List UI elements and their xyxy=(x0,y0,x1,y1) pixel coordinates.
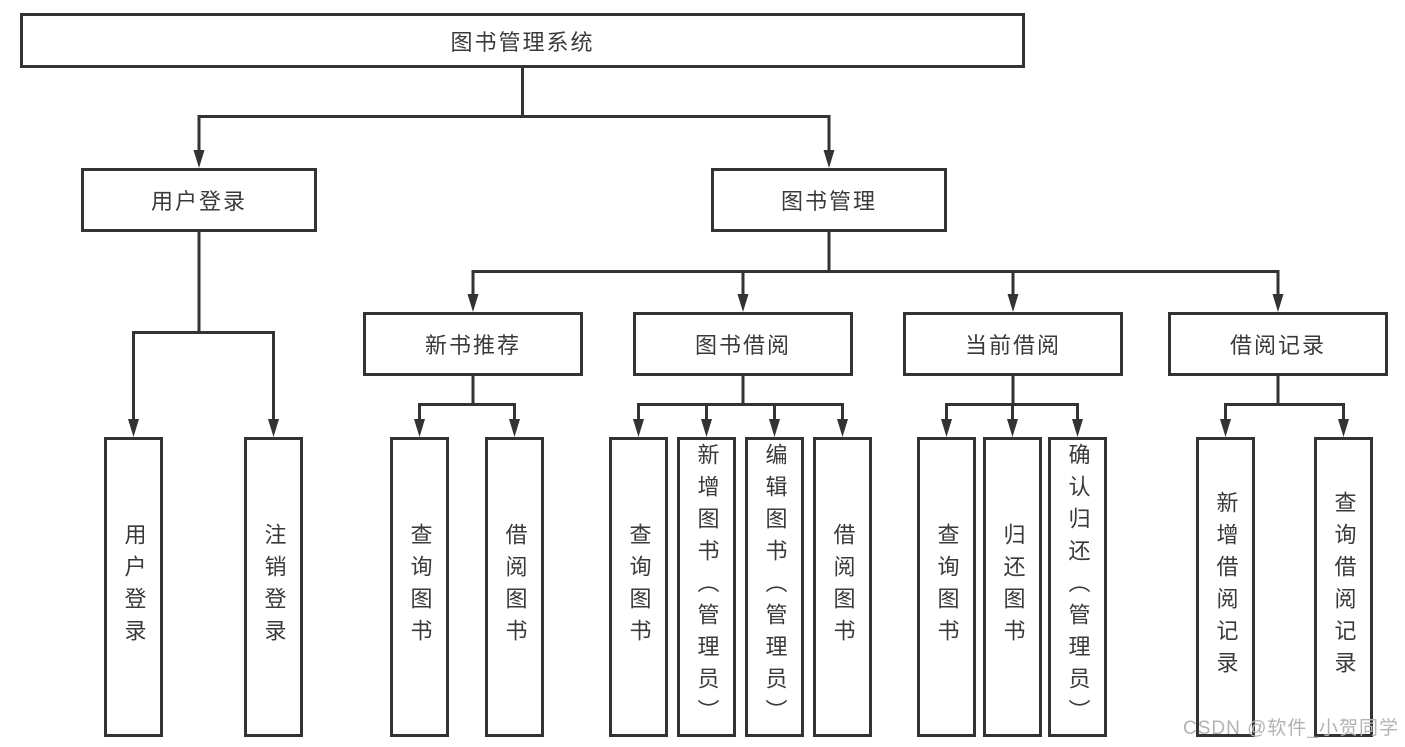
leaf-add-borrow-record: 新增借阅记录 xyxy=(1196,437,1255,737)
leaf-label: 查询图书 xyxy=(626,523,652,651)
node-library-system: 图书管理系统 xyxy=(20,13,1025,68)
leaf-borrow-books: 借阅图书 xyxy=(813,437,872,737)
leaf-label: 查询图书 xyxy=(934,523,960,651)
leaf-label: 归还图书 xyxy=(1000,523,1026,651)
leaf-label: 查询借阅记录 xyxy=(1331,491,1357,683)
leaf-label: 编辑图书（管理员） xyxy=(762,443,788,731)
node-book-management: 图书管理 xyxy=(711,168,947,232)
leaf-return-book: 归还图书 xyxy=(983,437,1042,737)
leaf-logout: 注销登录 xyxy=(244,437,303,737)
leaf-label: 借阅图书 xyxy=(830,523,856,651)
leaf-label: 确认归还（管理员） xyxy=(1065,443,1091,731)
node-new-book-recommend: 新书推荐 xyxy=(363,312,583,376)
node-book-borrow: 图书借阅 xyxy=(633,312,853,376)
leaf-label: 查询图书 xyxy=(407,523,433,651)
leaf-query-books-recommend: 查询图书 xyxy=(390,437,449,737)
leaf-user-login: 用户登录 xyxy=(104,437,163,737)
node-borrow-records: 借阅记录 xyxy=(1168,312,1388,376)
leaf-label: 新增图书（管理员） xyxy=(694,443,720,731)
node-current-borrow: 当前借阅 xyxy=(903,312,1123,376)
watermark: CSDN @软件_小贺同学 xyxy=(1183,718,1399,739)
leaf-confirm-return-admin: 确认归还（管理员） xyxy=(1048,437,1107,737)
leaf-label: 用户登录 xyxy=(121,523,147,651)
leaf-borrow-books-recommend: 借阅图书 xyxy=(485,437,544,737)
leaf-label: 借阅图书 xyxy=(502,523,528,651)
leaf-add-book-admin: 新增图书（管理员） xyxy=(677,437,736,737)
leaf-query-books-borrow: 查询图书 xyxy=(609,437,668,737)
leaf-label: 注销登录 xyxy=(261,523,287,651)
leaf-query-books-current: 查询图书 xyxy=(917,437,976,737)
leaf-query-borrow-record: 查询借阅记录 xyxy=(1314,437,1373,737)
leaf-label: 新增借阅记录 xyxy=(1213,491,1239,683)
leaf-edit-book-admin: 编辑图书（管理员） xyxy=(745,437,804,737)
node-user-login: 用户登录 xyxy=(81,168,317,232)
